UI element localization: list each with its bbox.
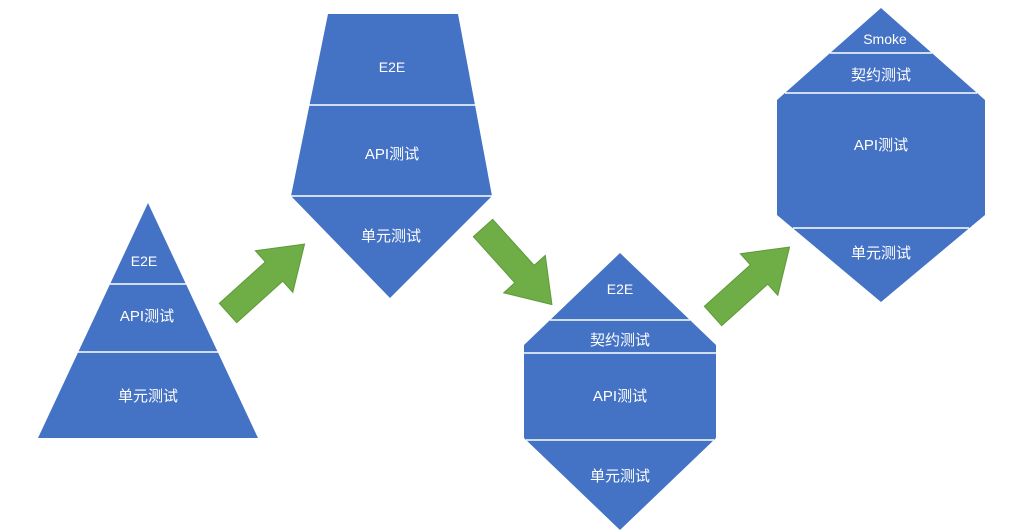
arrow-2-down-right-icon — [472, 218, 553, 306]
honeycomb2-label-api: API测试 — [854, 137, 908, 154]
honeycomb1-label-unit: 单元测试 — [590, 468, 650, 485]
arrow-1-up-right-icon — [218, 243, 306, 324]
funnel-shape — [291, 14, 492, 298]
honeycomb1-shape — [524, 253, 716, 530]
funnel-label-e2e: E2E — [379, 59, 405, 75]
honeycomb2-label-contract: 契约测试 — [851, 67, 911, 84]
honeycomb2-label-smoke: Smoke — [863, 31, 907, 47]
honeycomb1-label-api: API测试 — [593, 388, 647, 405]
funnel-label-api: API测试 — [365, 146, 419, 163]
arrow-3-up-right-icon — [703, 246, 791, 327]
pyramid-shape — [38, 203, 258, 438]
pyramid-label-unit: 单元测试 — [118, 388, 178, 405]
honeycomb1-label-e2e: E2E — [607, 281, 633, 297]
stage-honeycomb-2: Smoke 契约测试 API测试 单元测试 — [777, 8, 985, 302]
stage-honeycomb-1: E2E 契约测试 API测试 单元测试 — [524, 253, 716, 530]
stage-inverted-funnel: E2E API测试 单元测试 — [291, 14, 492, 298]
pyramid-label-e2e: E2E — [131, 253, 157, 269]
funnel-label-unit: 单元测试 — [361, 228, 421, 245]
stage-pyramid: E2E API测试 单元测试 — [38, 203, 258, 438]
pyramid-label-api: API测试 — [120, 308, 174, 325]
honeycomb2-label-unit: 单元测试 — [851, 245, 911, 262]
honeycomb1-label-contract: 契约测试 — [590, 332, 650, 349]
